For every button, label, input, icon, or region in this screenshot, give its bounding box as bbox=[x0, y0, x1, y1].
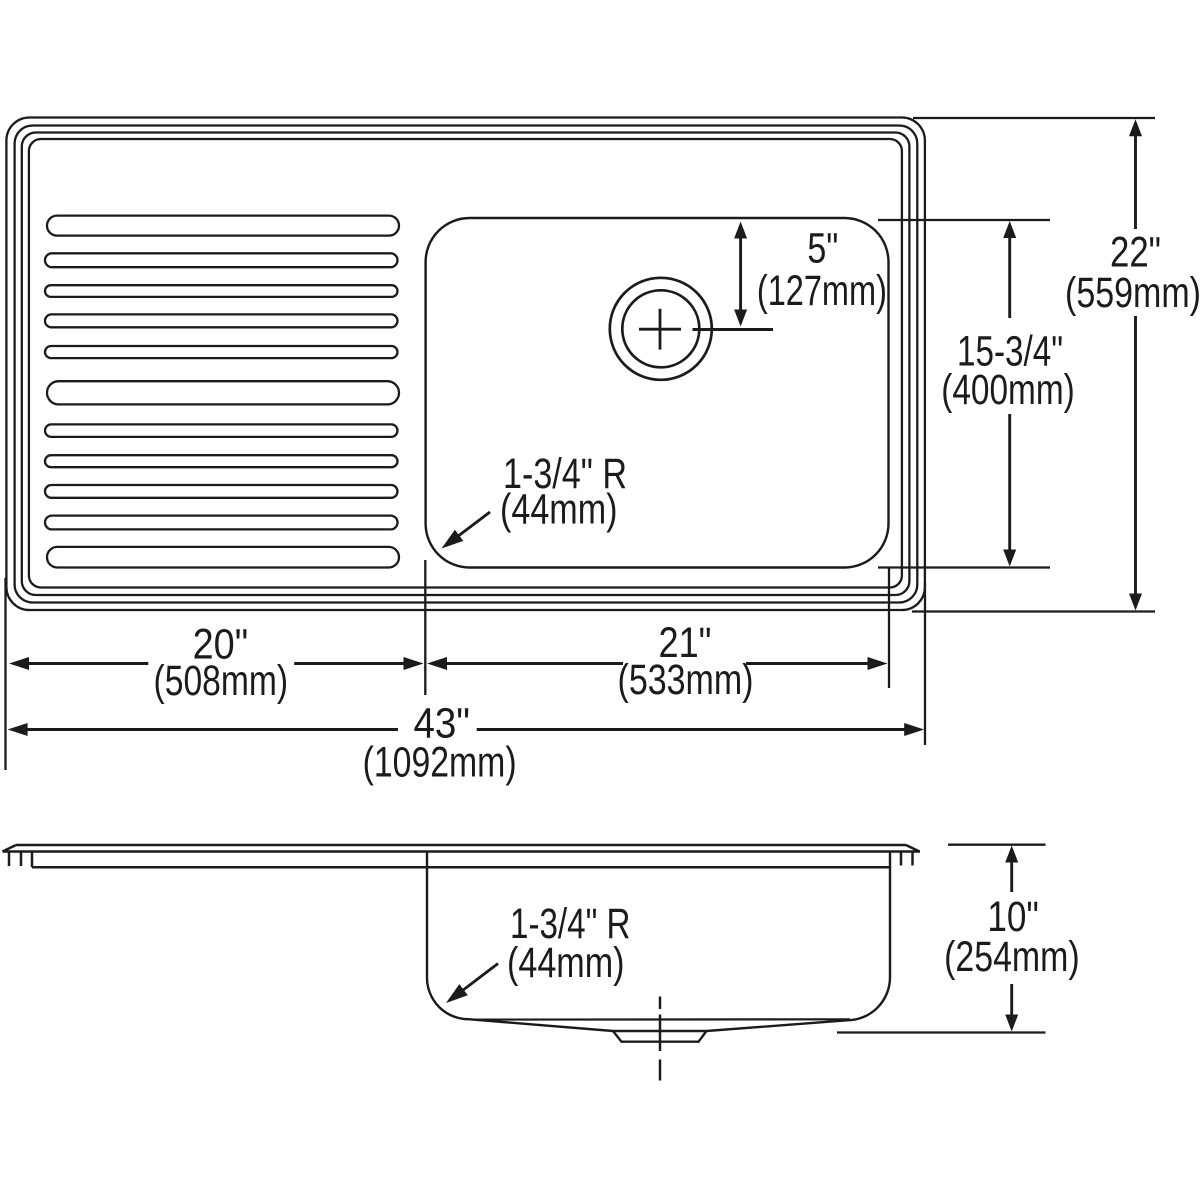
svg-text:1-3/4" R: 1-3/4" R bbox=[510, 900, 631, 948]
svg-text:(400mm): (400mm) bbox=[941, 366, 1075, 414]
svg-text:10": 10" bbox=[987, 893, 1039, 941]
svg-text:(1092mm): (1092mm) bbox=[363, 739, 517, 787]
svg-text:43": 43" bbox=[413, 700, 470, 748]
svg-text:(127mm): (127mm) bbox=[757, 267, 887, 315]
svg-text:(254mm): (254mm) bbox=[944, 933, 1080, 981]
svg-text:15-3/4": 15-3/4" bbox=[957, 327, 1063, 375]
svg-text:(508mm): (508mm) bbox=[154, 657, 289, 705]
svg-text:(533mm): (533mm) bbox=[618, 656, 754, 704]
svg-text:5": 5" bbox=[807, 225, 838, 273]
svg-text:(44mm): (44mm) bbox=[507, 939, 625, 987]
svg-text:22": 22" bbox=[1110, 229, 1161, 277]
svg-text:(559mm): (559mm) bbox=[1065, 269, 1200, 317]
svg-text:21": 21" bbox=[659, 619, 712, 667]
svg-text:1-3/4" R: 1-3/4" R bbox=[503, 450, 627, 498]
svg-text:(44mm): (44mm) bbox=[500, 486, 618, 534]
svg-text:20": 20" bbox=[193, 620, 249, 668]
